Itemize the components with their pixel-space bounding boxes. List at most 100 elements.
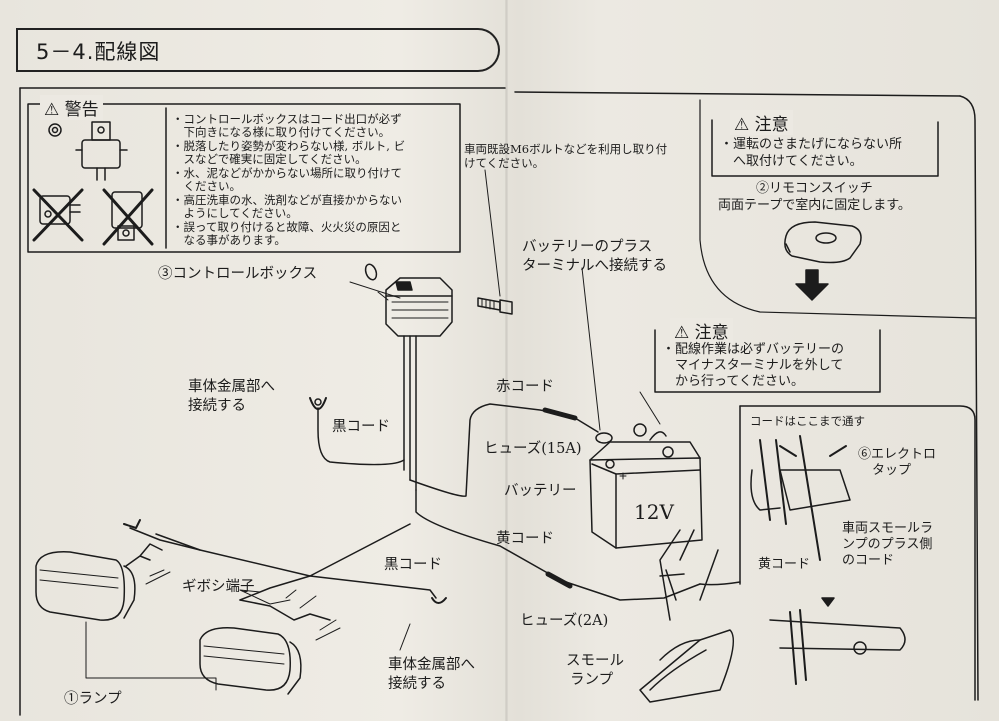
leader-control-box	[349, 281, 401, 299]
caution-remote-frame	[711, 119, 939, 177]
warning-line-8: ようにしてください。	[172, 206, 298, 220]
washer-icon	[364, 263, 378, 281]
lamp-2-arrows	[315, 619, 341, 641]
page-fold	[505, 0, 508, 721]
inset-yellow-cord-label: 黄コード	[758, 557, 811, 572]
incorrect-mount-icon-2	[102, 188, 154, 246]
body-metal-2-label-2: 接続する	[388, 676, 446, 692]
remote-label-line-2: 両面テープで室内に固定します。	[718, 198, 911, 213]
warning-line-6: ください。	[172, 179, 241, 193]
warning-line-9: ・誤って取り付けると故障、火火災の原因と	[172, 220, 402, 234]
inset-small-lamp-plus-3: のコード	[842, 553, 895, 568]
inset-electro-tap-label-2: タップ	[872, 463, 912, 478]
inset-tap-illustration	[750, 435, 851, 561]
caution-battery-line-1: ・配線作業は必ずバッテリーの	[662, 342, 845, 357]
battery-label: バッテリー	[504, 483, 577, 499]
bolt-icon	[477, 297, 513, 315]
small-lamp-shape	[639, 529, 735, 703]
inset-small-lamp-plus-2: ンプのプラス側	[842, 537, 933, 552]
warning-line-3: ・脱落したり姿勢が変わらない様, ボルト, ビ	[172, 139, 406, 153]
battery-ring-terminal	[595, 432, 613, 444]
warning-box-frame	[27, 103, 461, 253]
gibosi-label: ギボシ端子	[182, 579, 255, 595]
interior-curve	[699, 99, 976, 319]
frame-top	[19, 87, 961, 97]
leader-washer	[377, 291, 389, 301]
lamp-1-wires	[125, 543, 163, 567]
caution-battery-frame	[654, 329, 881, 393]
ground-terminal-1	[309, 397, 327, 410]
body-metal-1-label-2: 接続する	[188, 398, 246, 414]
remote-label-line-1: ②リモコンスイッチ	[756, 181, 873, 196]
bolt-note-line-2: けてください。	[464, 156, 545, 170]
frame-right	[959, 95, 979, 701]
leader-inset	[699, 581, 741, 586]
control-box-shape	[385, 277, 453, 337]
caution-triangle-icon: ⚠	[734, 115, 750, 135]
harness-plug	[123, 519, 141, 529]
lamp-1-arrows	[145, 569, 171, 585]
caution-battery-heading: ⚠ 注意	[670, 318, 733, 343]
leader-caution-battery	[639, 391, 661, 425]
small-lamp-label-2: ランプ	[570, 672, 614, 688]
small-lamp-label-1: スモール	[566, 653, 624, 669]
bolt-note-line-1: 車両既設M6ボルトなどを利用し取り付	[464, 142, 668, 156]
battery-plus-label-2: ターミナルへ接続する	[522, 258, 667, 274]
inset-tap-closed	[769, 609, 906, 685]
disconnect-arrow	[649, 431, 667, 441]
lamp-1-shape	[35, 551, 136, 621]
leader-lamp	[85, 621, 217, 691]
inset-frame	[739, 405, 976, 701]
lamp-harness-left	[129, 527, 201, 551]
correct-mount-icon	[48, 121, 128, 181]
lamp-label: ①ランプ	[64, 691, 122, 707]
battery-minus-terminal	[633, 423, 647, 437]
fuse-2a-holder	[545, 571, 573, 589]
black-cord-ground	[317, 407, 405, 466]
warning-line-7: ・高圧洗車の水、洗剤などが直接かからない	[172, 193, 402, 207]
red-cord	[409, 403, 561, 497]
fuse-2a-label: ヒューズ(2A)	[520, 613, 609, 629]
black-cord-2-label: 黒コード	[384, 557, 442, 573]
body-metal-2-label-1: 車体金属部へ	[388, 657, 475, 673]
inset-pass-through-label: コードはここまで通す	[750, 414, 865, 428]
leader-battery-plus	[581, 267, 601, 431]
gibosi-terminals	[285, 589, 317, 609]
caution-remote-line-2: へ取付けてください。	[720, 154, 863, 169]
fuse-15a-holder	[542, 407, 578, 421]
title-frame	[16, 28, 500, 72]
inset-electro-tap-label-1: ⑥エレクトロ	[858, 447, 937, 462]
black-cord-2	[309, 575, 437, 599]
inset-small-lamp-plus-1: 車両スモールラ	[842, 521, 934, 536]
lamp-2-wires	[239, 599, 331, 621]
caution-battery-line-3: から行ってください。	[662, 374, 804, 389]
lamp-2-shape	[199, 627, 302, 695]
ground-terminal-2	[431, 597, 447, 604]
warning-line-4: スなどで確実に固定してください。	[172, 152, 367, 166]
leader-bolt	[484, 169, 501, 297]
red-cord-end	[574, 417, 599, 433]
leader-body-metal-2	[399, 623, 411, 651]
red-cord-label: 赤コード	[496, 379, 554, 395]
warning-heading: ⚠ 警告	[40, 95, 103, 120]
yellow-cord-label: 黄コード	[496, 531, 554, 547]
control-box-label: ③コントロールボックス	[158, 266, 318, 282]
caution-triangle-icon-2: ⚠	[674, 323, 690, 343]
page-title: 5－4.配線図	[36, 40, 161, 64]
caution-remote-heading: ⚠ 注意	[730, 110, 793, 135]
electro-tap-main	[659, 569, 685, 601]
black-cord-1-label: 黒コード	[332, 419, 390, 435]
cord-bundle	[403, 335, 417, 491]
warning-line-10: なる事があります。	[172, 233, 286, 247]
battery-plus-label-1: バッテリーのプラス	[522, 239, 653, 255]
caution-remote-line-1: ・運転のさまたげにならない所	[720, 137, 903, 152]
leader-gibosi	[239, 589, 291, 605]
warning-line-1: ・コントロールボックスはコード出口が必ず	[172, 112, 402, 126]
body-metal-1-label-1: 車体金属部へ	[188, 379, 275, 395]
warning-line-2: 下向きになる様に取り付けてください。	[172, 125, 391, 139]
battery-shape	[589, 441, 703, 549]
lamp-harness-upper	[155, 523, 411, 601]
battery-voltage-label: 12V	[634, 500, 674, 524]
ground-ring-1	[314, 398, 322, 406]
